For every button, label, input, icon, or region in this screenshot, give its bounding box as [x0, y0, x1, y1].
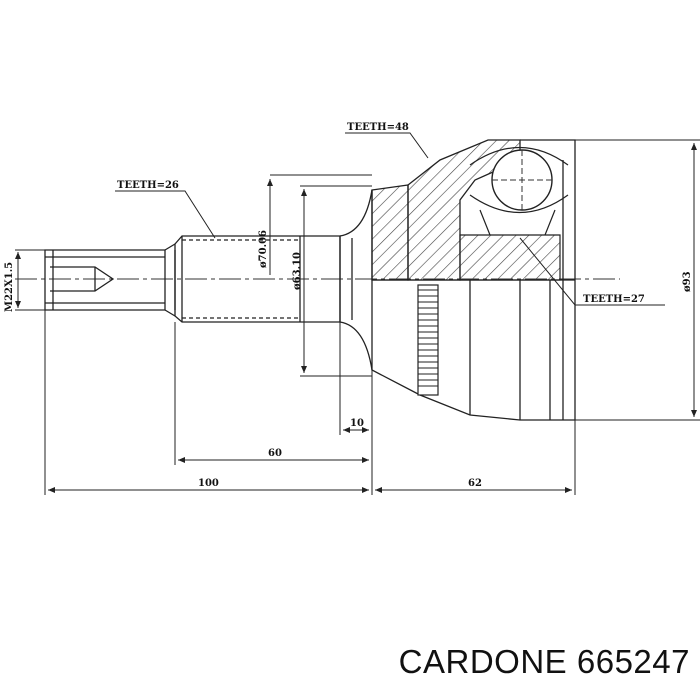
thread-end — [44, 243, 176, 317]
label-dim-60: 60 — [268, 448, 282, 459]
brand-name: CARDONE — [398, 643, 568, 680]
splined-shaft — [174, 189, 373, 371]
label-thread: M22X1.5 — [4, 262, 15, 312]
diameter-63-dimension: ø63.10 — [292, 185, 372, 377]
diameter-70-dimension: ø70.06 — [258, 174, 372, 275]
label-dim-10: 10 — [350, 418, 364, 429]
abs-ring — [417, 284, 439, 396]
label-teeth-27: TEETH=27 — [583, 294, 645, 305]
bell-housing — [371, 139, 576, 421]
label-teeth-26: TEETH=26 — [117, 180, 179, 191]
leaders — [115, 132, 665, 306]
label-diameter-70: ø70.06 — [258, 230, 269, 268]
extension-lines — [44, 310, 576, 495]
label-diameter-63: ø63.10 — [292, 252, 303, 290]
label-diameter-93: ø93 — [682, 271, 693, 292]
label-teeth-48: TEETH=48 — [347, 122, 409, 133]
thread-dimension: M22X1.5 — [4, 249, 45, 312]
part-number: 665247 — [576, 643, 690, 680]
hatched-flange — [371, 184, 409, 281]
diameter-93-dimension: ø93 — [575, 139, 700, 421]
label-dim-62: 62 — [468, 478, 482, 489]
label-dim-100: 100 — [198, 478, 219, 489]
product-caption: CARDONE 665247 — [399, 643, 690, 681]
